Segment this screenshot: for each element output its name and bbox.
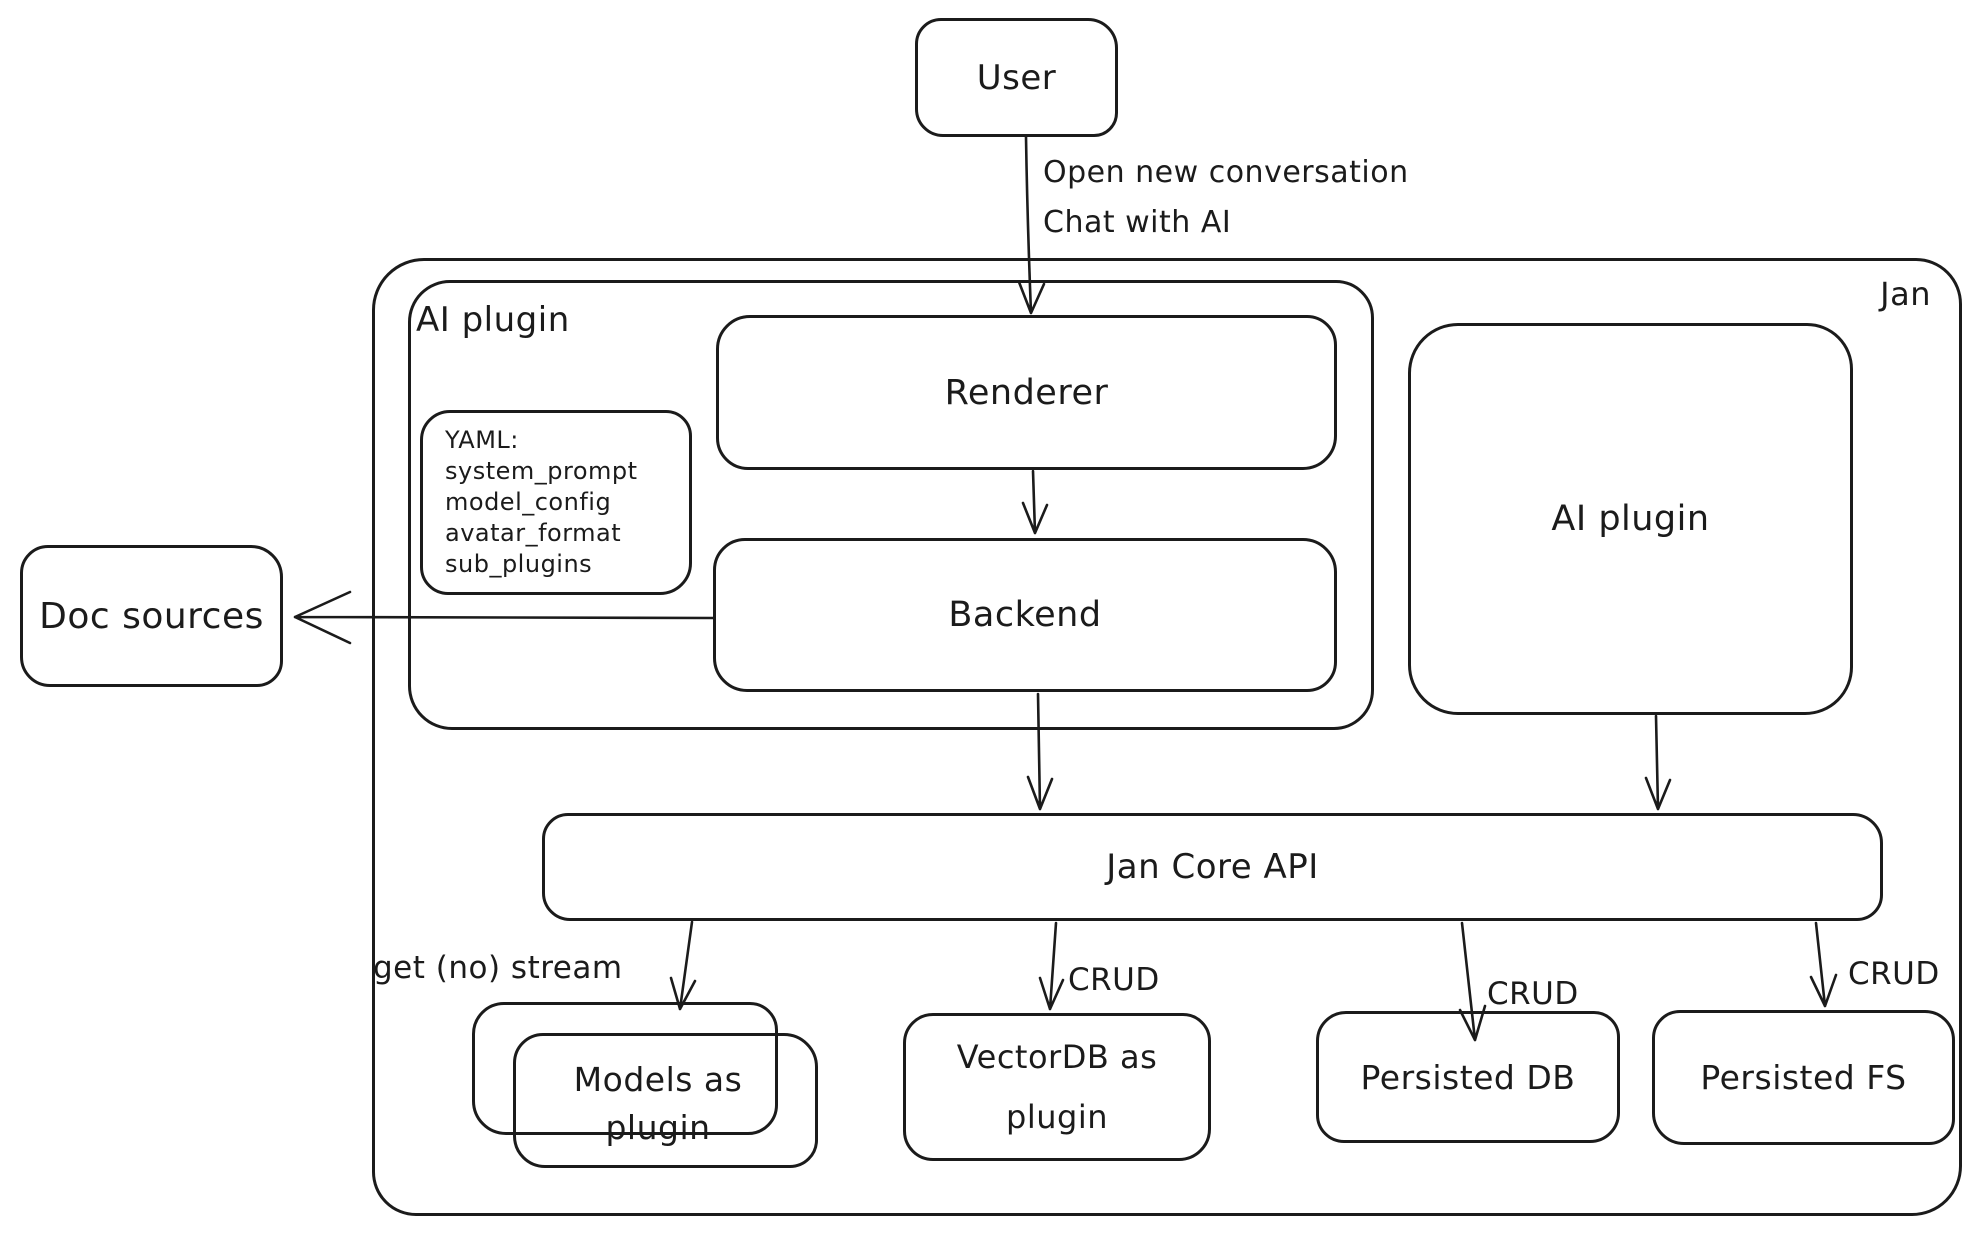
yaml-line: avatar_format: [445, 519, 622, 547]
yaml-line: system_prompt: [445, 457, 638, 485]
doc-sources-node: Doc sources: [20, 545, 283, 687]
models-plugin-label: Models as plugin: [472, 1056, 844, 1152]
persisted-db-node: Persisted DB: [1316, 1011, 1620, 1143]
ai-plugin-right-node: AI plugin: [1408, 323, 1853, 715]
models-plugin-back-box: [472, 1002, 778, 1135]
persisted-fs-node: Persisted FS: [1652, 1010, 1955, 1145]
vectordb-label-line1: VectorDB as: [956, 1038, 1158, 1076]
doc-sources-label: Doc sources: [39, 595, 264, 637]
ai-plugin-right-label: AI plugin: [1551, 499, 1710, 539]
vectordb-label-line2: plugin: [1006, 1098, 1108, 1136]
ai-plugin-left-label: AI plugin: [416, 300, 570, 340]
yaml-line: YAML:: [445, 426, 519, 454]
renderer-node-label: Renderer: [944, 372, 1109, 413]
user-node: User: [915, 18, 1118, 137]
backend-node: Backend: [713, 538, 1337, 692]
models-plugin-label-line2: plugin: [605, 1108, 711, 1147]
user-edge-label: Open new conversation Chat with AI: [1043, 148, 1409, 248]
user-edge-label-line2: Chat with AI: [1043, 205, 1232, 240]
persisted-db-label: Persisted DB: [1360, 1057, 1576, 1097]
user-node-label: User: [976, 57, 1057, 98]
backend-node-label: Backend: [948, 595, 1102, 635]
ai-plugin-left-box: [408, 280, 1374, 730]
models-plugin-front-box: [513, 1033, 818, 1168]
crud-edge-label-persisted-fs: CRUD: [1848, 956, 1940, 992]
models-plugin-label-line1: Models as: [573, 1060, 743, 1099]
user-edge-label-line1: Open new conversation: [1043, 155, 1409, 190]
yaml-line: sub_plugins: [445, 550, 593, 578]
yaml-note-box: YAML: system_prompt model_config avatar_…: [420, 410, 692, 595]
get-no-stream-edge-label: get (no) stream: [373, 950, 623, 986]
persisted-fs-label: Persisted FS: [1700, 1058, 1907, 1097]
renderer-node: Renderer: [716, 315, 1337, 470]
jan-container-label: Jan: [1880, 275, 1931, 313]
jan-core-api-node: Jan Core API: [542, 813, 1883, 921]
crud-edge-label-vectordb: CRUD: [1068, 962, 1160, 998]
yaml-line: model_config: [445, 488, 612, 516]
jan-container-box: Jan: [372, 258, 1962, 1216]
jan-core-api-label: Jan Core API: [1106, 847, 1319, 887]
vectordb-plugin-node: VectorDB as plugin: [903, 1013, 1211, 1161]
crud-edge-label-persisted-db: CRUD: [1487, 976, 1579, 1012]
